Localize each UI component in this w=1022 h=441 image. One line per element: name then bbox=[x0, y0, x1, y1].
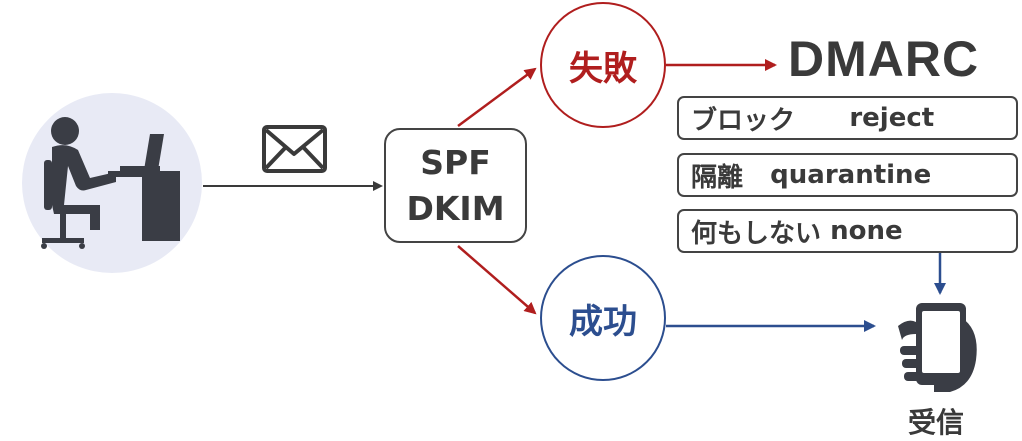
policy-reject: ブロック reject bbox=[677, 96, 1018, 140]
dmarc-title: DMARC bbox=[788, 31, 980, 87]
policy-en: quarantine bbox=[770, 160, 932, 190]
success-label: 成功 bbox=[569, 301, 637, 342]
spf-dkim-box: SPF DKIM bbox=[384, 128, 527, 243]
policy-jp: 何もしない bbox=[691, 218, 822, 249]
fail-circle: 失敗 bbox=[540, 2, 666, 128]
arrow-auth-to-fail bbox=[457, 67, 537, 128]
policy-en: none bbox=[830, 216, 903, 246]
fail-label: 失敗 bbox=[569, 48, 637, 89]
envelope-icon bbox=[262, 125, 327, 173]
policy-jp: ブロック bbox=[691, 105, 796, 136]
user-at-computer-icon bbox=[22, 93, 202, 273]
policy-en: reject bbox=[849, 103, 935, 133]
policy-none: 何もしない none bbox=[677, 209, 1018, 253]
arrow-auth-to-success bbox=[457, 245, 537, 315]
hand-smartphone-icon bbox=[898, 303, 977, 392]
dkim-label: DKIM bbox=[406, 188, 505, 228]
receive-label: 受信 bbox=[908, 406, 965, 439]
spf-label: SPF bbox=[420, 142, 491, 182]
policy-jp: 隔離 bbox=[691, 162, 744, 193]
policy-quarantine: 隔離 quarantine bbox=[677, 153, 1018, 197]
success-circle: 成功 bbox=[540, 255, 666, 381]
